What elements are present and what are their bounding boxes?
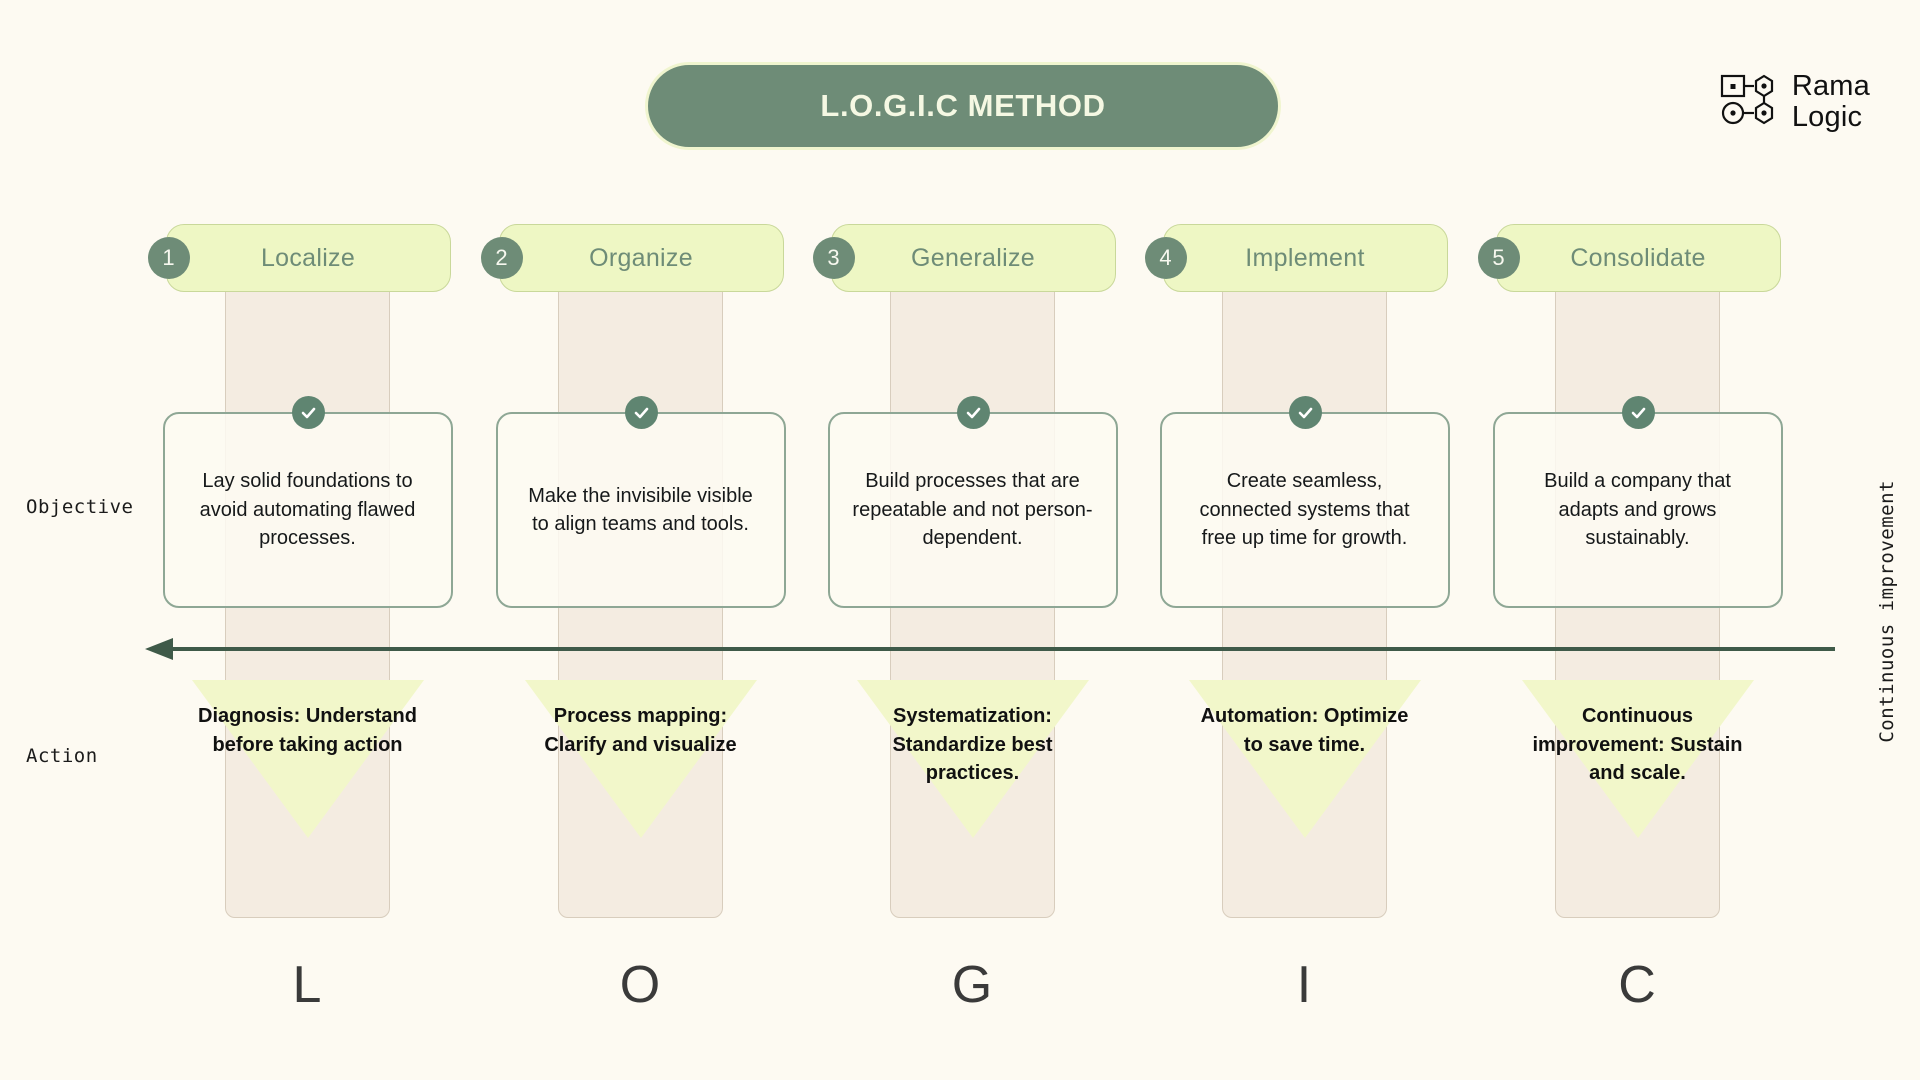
- action-text: Automation: Optimize to save time.: [1200, 705, 1409, 756]
- step-header-localize[interactable]: Localize: [165, 224, 451, 292]
- objective-text: Make the invisibile visible to align tea…: [528, 484, 753, 535]
- action-text: Systematization: Standardize best practi…: [892, 705, 1053, 785]
- step-number-badge: 3: [812, 237, 855, 279]
- brand-name: Rama Logic: [1792, 71, 1870, 132]
- brand-logo: Rama Logic: [1718, 68, 1870, 135]
- action-triangle: [191, 680, 424, 838]
- row-label-objective: Objective: [26, 496, 134, 518]
- objective-card: Build a company that adapts and grows su…: [1492, 412, 1783, 608]
- action-triangle: [524, 680, 757, 838]
- step-header-implement[interactable]: Implement: [1162, 224, 1448, 292]
- objective-text: Create seamless, connected systems that …: [1199, 470, 1410, 550]
- check-icon: [1288, 396, 1322, 429]
- check-icon: [956, 396, 990, 429]
- objective-text: Build processes that are repeatable and …: [852, 470, 1093, 550]
- objective-card: Build processes that are repeatable and …: [827, 412, 1118, 608]
- continuous-improvement-label: Continuous improvement: [1876, 480, 1898, 743]
- continuous-improvement-arrow: [145, 638, 1835, 660]
- step-header-consolidate[interactable]: Consolidate: [1495, 224, 1781, 292]
- check-icon: [624, 396, 658, 429]
- check-icon: [291, 396, 325, 429]
- objective-card: Lay solid foundations to avoid automatin…: [162, 412, 453, 608]
- check-icon: [1621, 396, 1655, 429]
- objective-card: Create seamless, connected systems that …: [1159, 412, 1450, 608]
- step-number-badge: 5: [1477, 237, 1520, 279]
- step-number-badge: 4: [1144, 237, 1187, 279]
- step-name: Consolidate: [1570, 243, 1706, 272]
- page-title-pill: L.O.G.I.C METHOD: [645, 62, 1281, 150]
- action-text: Process mapping: Clarify and visualize: [544, 705, 737, 756]
- step-name: Organize: [589, 243, 693, 272]
- brand-line-2: Logic: [1791, 100, 1863, 133]
- action-triangle: [856, 680, 1089, 838]
- brand-line-1: Rama: [1791, 69, 1870, 102]
- acronym-letter: G: [951, 956, 994, 1014]
- objective-text: Build a company that adapts and grows su…: [1544, 470, 1731, 550]
- step-name: Generalize: [911, 243, 1035, 272]
- step-header-organize[interactable]: Organize: [498, 224, 784, 292]
- acronym-letter: O: [619, 956, 662, 1014]
- action-triangle: [1521, 680, 1754, 838]
- acronym-letter: C: [1618, 956, 1657, 1014]
- row-label-action: Action: [26, 745, 98, 767]
- objective-text: Lay solid foundations to avoid automatin…: [199, 470, 416, 550]
- acronym-letter: L: [292, 956, 323, 1014]
- action-triangle: [1188, 680, 1421, 838]
- acronym-letter: I: [1296, 956, 1313, 1014]
- step-number-badge: 1: [147, 237, 190, 279]
- step-name: Localize: [260, 243, 356, 272]
- page-title: L.O.G.I.C METHOD: [820, 88, 1106, 123]
- node-graph-icon: [1718, 68, 1780, 135]
- objective-card: Make the invisibile visible to align tea…: [495, 412, 786, 608]
- step-header-generalize[interactable]: Generalize: [830, 224, 1116, 292]
- action-text: Continuous improvement: Sustain and scal…: [1532, 705, 1743, 785]
- step-number-badge: 2: [480, 237, 523, 279]
- action-text: Diagnosis: Understand before taking acti…: [198, 705, 417, 756]
- step-name: Implement: [1245, 243, 1365, 272]
